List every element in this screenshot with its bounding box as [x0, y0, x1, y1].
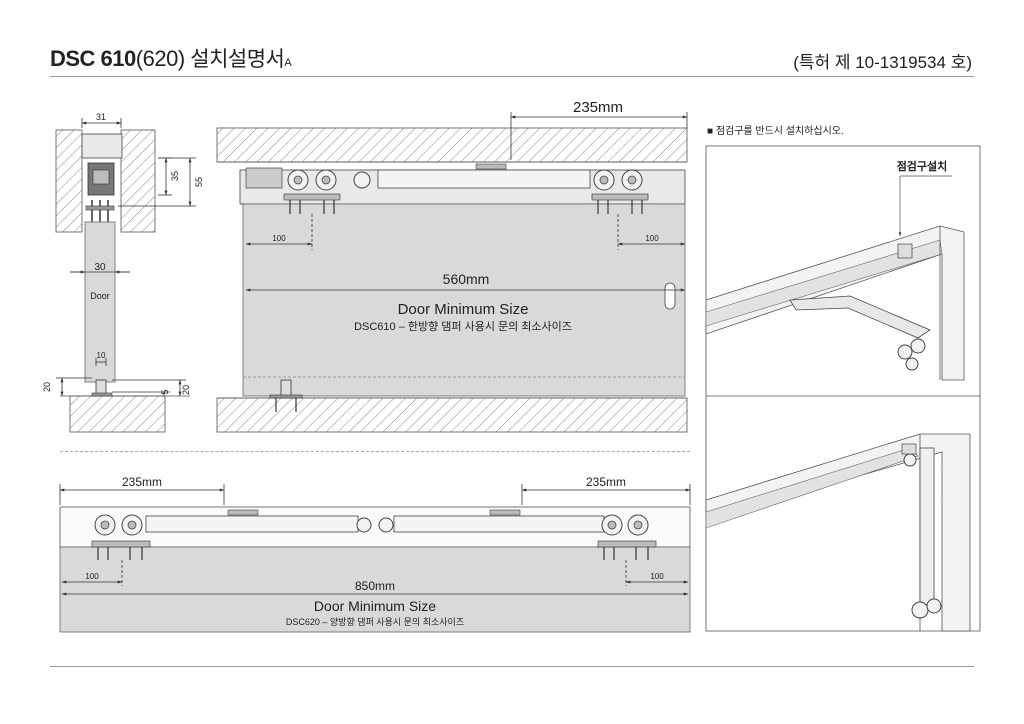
dim-235-left-text: 235mm — [122, 475, 162, 489]
dim-5-text: 5 — [160, 389, 170, 394]
footer-divider — [50, 666, 974, 667]
ceiling-hatch — [216, 127, 688, 163]
damper-body-right — [393, 515, 605, 533]
perspective-frame — [705, 145, 981, 632]
min-size-label: Door Minimum Size — [314, 598, 436, 614]
dim-235-right-text: 235mm — [586, 475, 626, 489]
header-divider — [50, 76, 974, 77]
dim-235-text: 235mm — [573, 99, 623, 116]
title-model: DSC 610 — [50, 46, 136, 71]
min-size-desc: DSC620 – 양방향 댐퍼 사용시 문의 최소사이즈 — [286, 616, 464, 627]
dim-100-left-text: 100 — [272, 234, 286, 243]
double-door-elevation: 235mm 235mm 100 100 850mm Door Minimum S… — [59, 475, 691, 633]
single-door-elevation: 235mm 100 100 560mm Door Minimum Size DS… — [216, 99, 688, 433]
patent-number: (특허 제 10-1319534 호) — [793, 53, 972, 72]
bracket-screws — [85, 200, 115, 222]
dim-31-text: 31 — [96, 112, 106, 122]
right-roller — [597, 514, 657, 560]
dim-20-right-text: 20 — [181, 385, 191, 395]
dim-30-text: 30 — [94, 262, 106, 273]
door-section — [84, 221, 116, 383]
floor-guide — [280, 379, 292, 397]
perspective-bottom — [705, 433, 971, 632]
inspection-label: 점검구설치 — [897, 159, 948, 173]
roller-wheel — [92, 169, 110, 185]
dim-20-left-text: 20 — [42, 382, 52, 392]
door-handle — [664, 282, 676, 310]
left-roller — [245, 167, 341, 214]
page-title: DSC 610(620) 설치설명서A — [50, 43, 292, 73]
section-divider — [60, 451, 690, 452]
door-label: Door — [90, 291, 110, 301]
dim-100-left-text: 100 — [85, 572, 99, 581]
dim-100-right-text: 100 — [650, 572, 664, 581]
floor-hatch — [216, 397, 688, 433]
perspective-top: 점검구설치 — [705, 159, 965, 381]
ceiling-wall-right — [120, 129, 156, 233]
side-section-view: 31 35 55 30 Door 10 20 5 20 — [42, 112, 204, 433]
inspection-note: ■ 점검구를 반드시 설치하십시오. — [707, 124, 844, 137]
perspective-views: ■ 점검구를 반드시 설치하십시오. 점검구설치 — [705, 124, 981, 632]
min-size-desc: DSC610 – 한방향 댐퍼 사용시 문의 최소사이즈 — [354, 320, 572, 333]
left-roller — [91, 514, 151, 560]
min-size-label: Door Minimum Size — [398, 301, 529, 318]
door-panel — [59, 546, 691, 633]
dim-100-right-text: 100 — [645, 234, 659, 243]
floor — [69, 395, 166, 433]
dim-560-text: 560mm — [443, 271, 490, 287]
dim-850-text: 850mm — [355, 579, 395, 593]
right-roller — [591, 169, 649, 214]
floor-guide — [95, 379, 107, 395]
damper-body-left — [145, 515, 359, 533]
damper-body — [377, 169, 591, 189]
dim-35-text: 35 — [170, 171, 180, 181]
ceiling-wall-left — [55, 129, 83, 233]
rail-profile — [81, 133, 123, 159]
title-model-alt: (620) — [135, 46, 185, 71]
dim-10-text: 10 — [97, 351, 106, 360]
damper-activator — [475, 163, 507, 170]
dim-55-text: 55 — [194, 177, 204, 187]
title-revision: A — [284, 57, 292, 69]
door-panel — [242, 203, 686, 397]
title-doc-type: 설치설명서 — [190, 48, 285, 71]
